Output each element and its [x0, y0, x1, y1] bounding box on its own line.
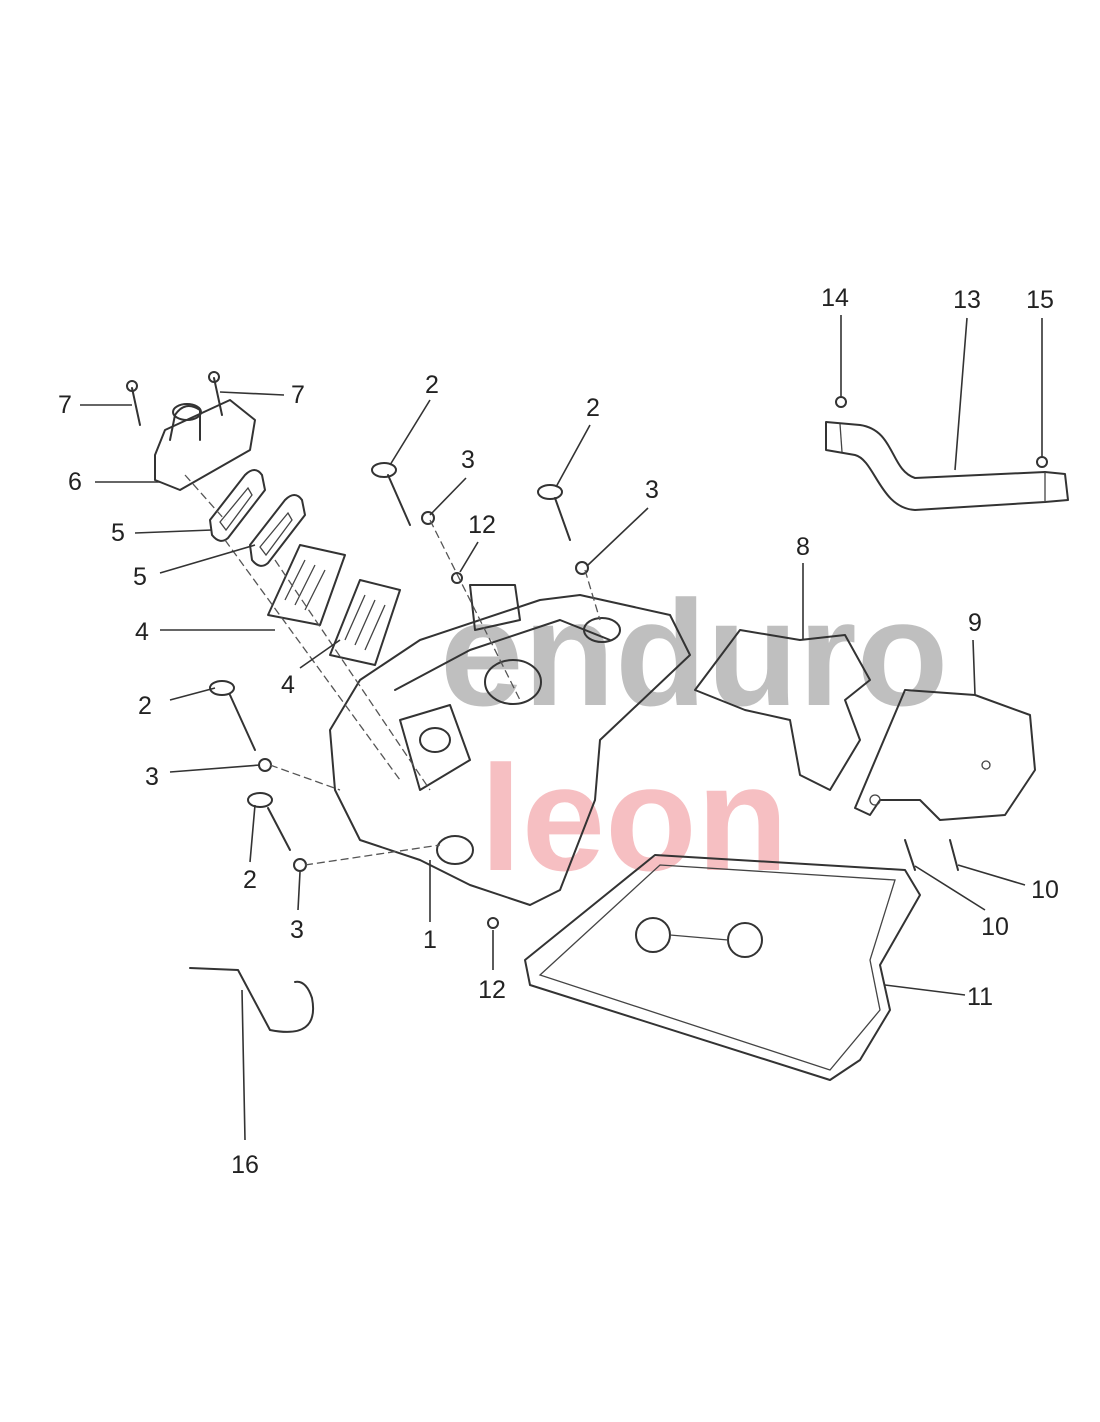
part-8-gasket [694, 629, 871, 791]
leader-lines [80, 315, 1043, 1141]
part-12-o-ring [487, 917, 499, 929]
callout-3: 3 [145, 763, 159, 791]
callout-2: 2 [138, 692, 152, 720]
part-3-washer [421, 511, 435, 525]
part-12-o-ring [451, 572, 463, 584]
part-4-reed-valve [329, 579, 401, 666]
part-15-hose-clamp [1036, 456, 1048, 468]
part-13-breather-hose [825, 421, 1069, 511]
part-3-washer [575, 561, 589, 575]
callout-1: 1 [423, 926, 437, 954]
watermark-logo: enduro leon [440, 569, 948, 902]
part-5-gasket [209, 469, 266, 542]
callout-10: 10 [981, 913, 1009, 941]
callout-11: 11 [967, 983, 993, 1011]
part-6-housing [154, 399, 256, 491]
callout-10: 10 [1031, 876, 1059, 904]
part-2-bolt [537, 484, 571, 541]
callout-4: 4 [135, 618, 149, 646]
part-11-gasket [524, 854, 921, 1081]
part-7-bolt [126, 380, 141, 426]
part-2-bolt [209, 680, 256, 751]
callout-12: 12 [478, 976, 506, 1004]
callout-9: 9 [968, 609, 982, 637]
callout-2: 2 [586, 394, 600, 422]
watermark-text-enduro: enduro [440, 569, 948, 737]
part-14-hose-clamp [835, 396, 847, 408]
callout-6: 6 [68, 468, 82, 496]
callout-15: 15 [1026, 286, 1054, 314]
part-9-cover-plate [854, 689, 1036, 821]
part-10-screw [949, 839, 959, 871]
callout-12: 12 [468, 511, 496, 539]
callout-8: 8 [796, 533, 810, 561]
part-10-screw [904, 839, 916, 871]
callout-4: 4 [281, 671, 295, 699]
part-7-bolt [208, 371, 223, 416]
part-4-reed-valve [267, 544, 346, 626]
part-3-washer [258, 758, 272, 772]
callout-14: 14 [821, 284, 849, 312]
callout-3: 3 [645, 476, 659, 504]
callout-3: 3 [290, 916, 304, 944]
part-2-bolt [371, 462, 411, 526]
callout-16: 16 [231, 1151, 259, 1179]
callout-7: 7 [291, 381, 305, 409]
callout-7: 7 [58, 391, 72, 419]
callout-5: 5 [133, 563, 147, 591]
watermark-text-leon: leon [480, 734, 788, 902]
part-3-washer [293, 858, 307, 872]
callout-5: 5 [111, 519, 125, 547]
callout-3: 3 [461, 446, 475, 474]
callout-labels: 14 13 15 7 7 2 2 3 3 12 6 5 5 4 4 8 9 2 … [58, 284, 1059, 1179]
part-16-wire-clip [189, 967, 315, 1033]
callout-13: 13 [953, 286, 981, 314]
callout-2: 2 [243, 866, 257, 894]
part-2-bolt [247, 792, 291, 851]
part-5-gasket [249, 494, 306, 567]
callout-2: 2 [425, 371, 439, 399]
